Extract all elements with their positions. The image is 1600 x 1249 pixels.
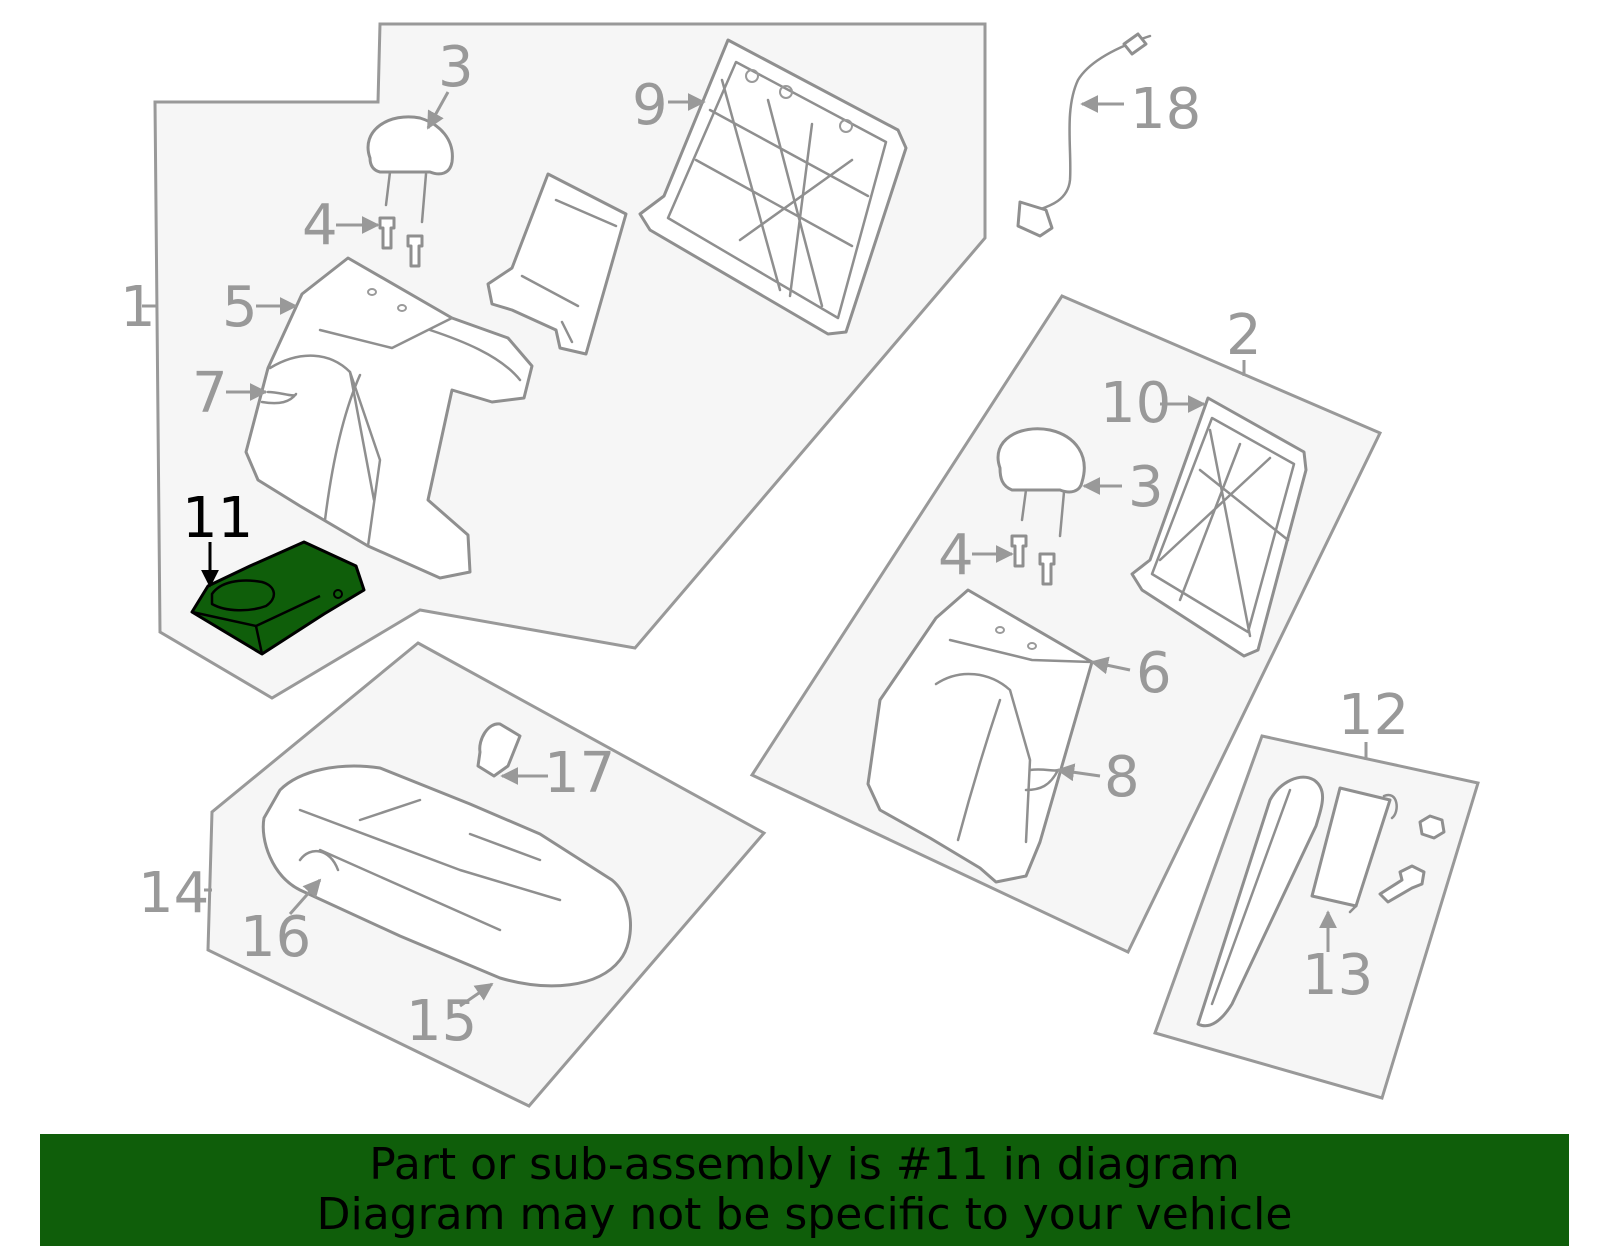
callout-18: 18 [1130,77,1201,142]
callout-15: 15 [406,989,477,1054]
callout-8: 8 [1104,745,1140,810]
callout-10: 10 [1100,371,1171,436]
seat-cushion[interactable] [261,764,632,988]
callout-4-left: 4 [302,193,338,258]
banner-line-part: Part or sub-assembly is #11 in diagram [369,1139,1240,1190]
callout-12: 12 [1338,683,1409,748]
panel-armrest [1153,734,1480,1100]
callout-2: 2 [1226,303,1262,368]
armrest-trim[interactable] [1196,775,1324,1028]
headrest-left[interactable] [366,115,454,224]
seatback-cover-right[interactable] [866,588,1094,884]
seatback-frame-right[interactable] [1130,396,1308,658]
callout-16: 16 [240,905,311,970]
callout-6: 6 [1136,641,1172,706]
seatback-cover-left[interactable] [244,256,534,580]
wire-harness[interactable] [1016,32,1152,238]
info-banner: Part or sub-assembly is #11 in diagram D… [40,1134,1569,1246]
callout-14: 14 [138,861,209,926]
part-11-highlighted[interactable] [190,540,366,656]
callout-17: 17 [544,741,615,806]
armrest-bracket-13[interactable] [1310,786,1398,914]
bolts-left[interactable] [378,216,424,268]
callout-7: 7 [192,361,228,426]
callout-9: 9 [632,73,668,138]
callout-13: 13 [1302,943,1373,1008]
callout-4-right: 4 [938,523,974,588]
seatback-frame-left[interactable] [638,38,908,336]
headrest-right[interactable] [996,427,1086,538]
callout-3-left: 3 [438,35,474,100]
seatback-bracket[interactable] [486,172,628,356]
callout-5: 5 [222,275,258,340]
nut-bolt-hardware[interactable] [1378,814,1446,904]
banner-line-disclaimer: Diagram may not be specific to your vehi… [316,1189,1293,1240]
callout-11: 11 [182,486,253,551]
callout-3-right: 3 [1128,455,1164,520]
